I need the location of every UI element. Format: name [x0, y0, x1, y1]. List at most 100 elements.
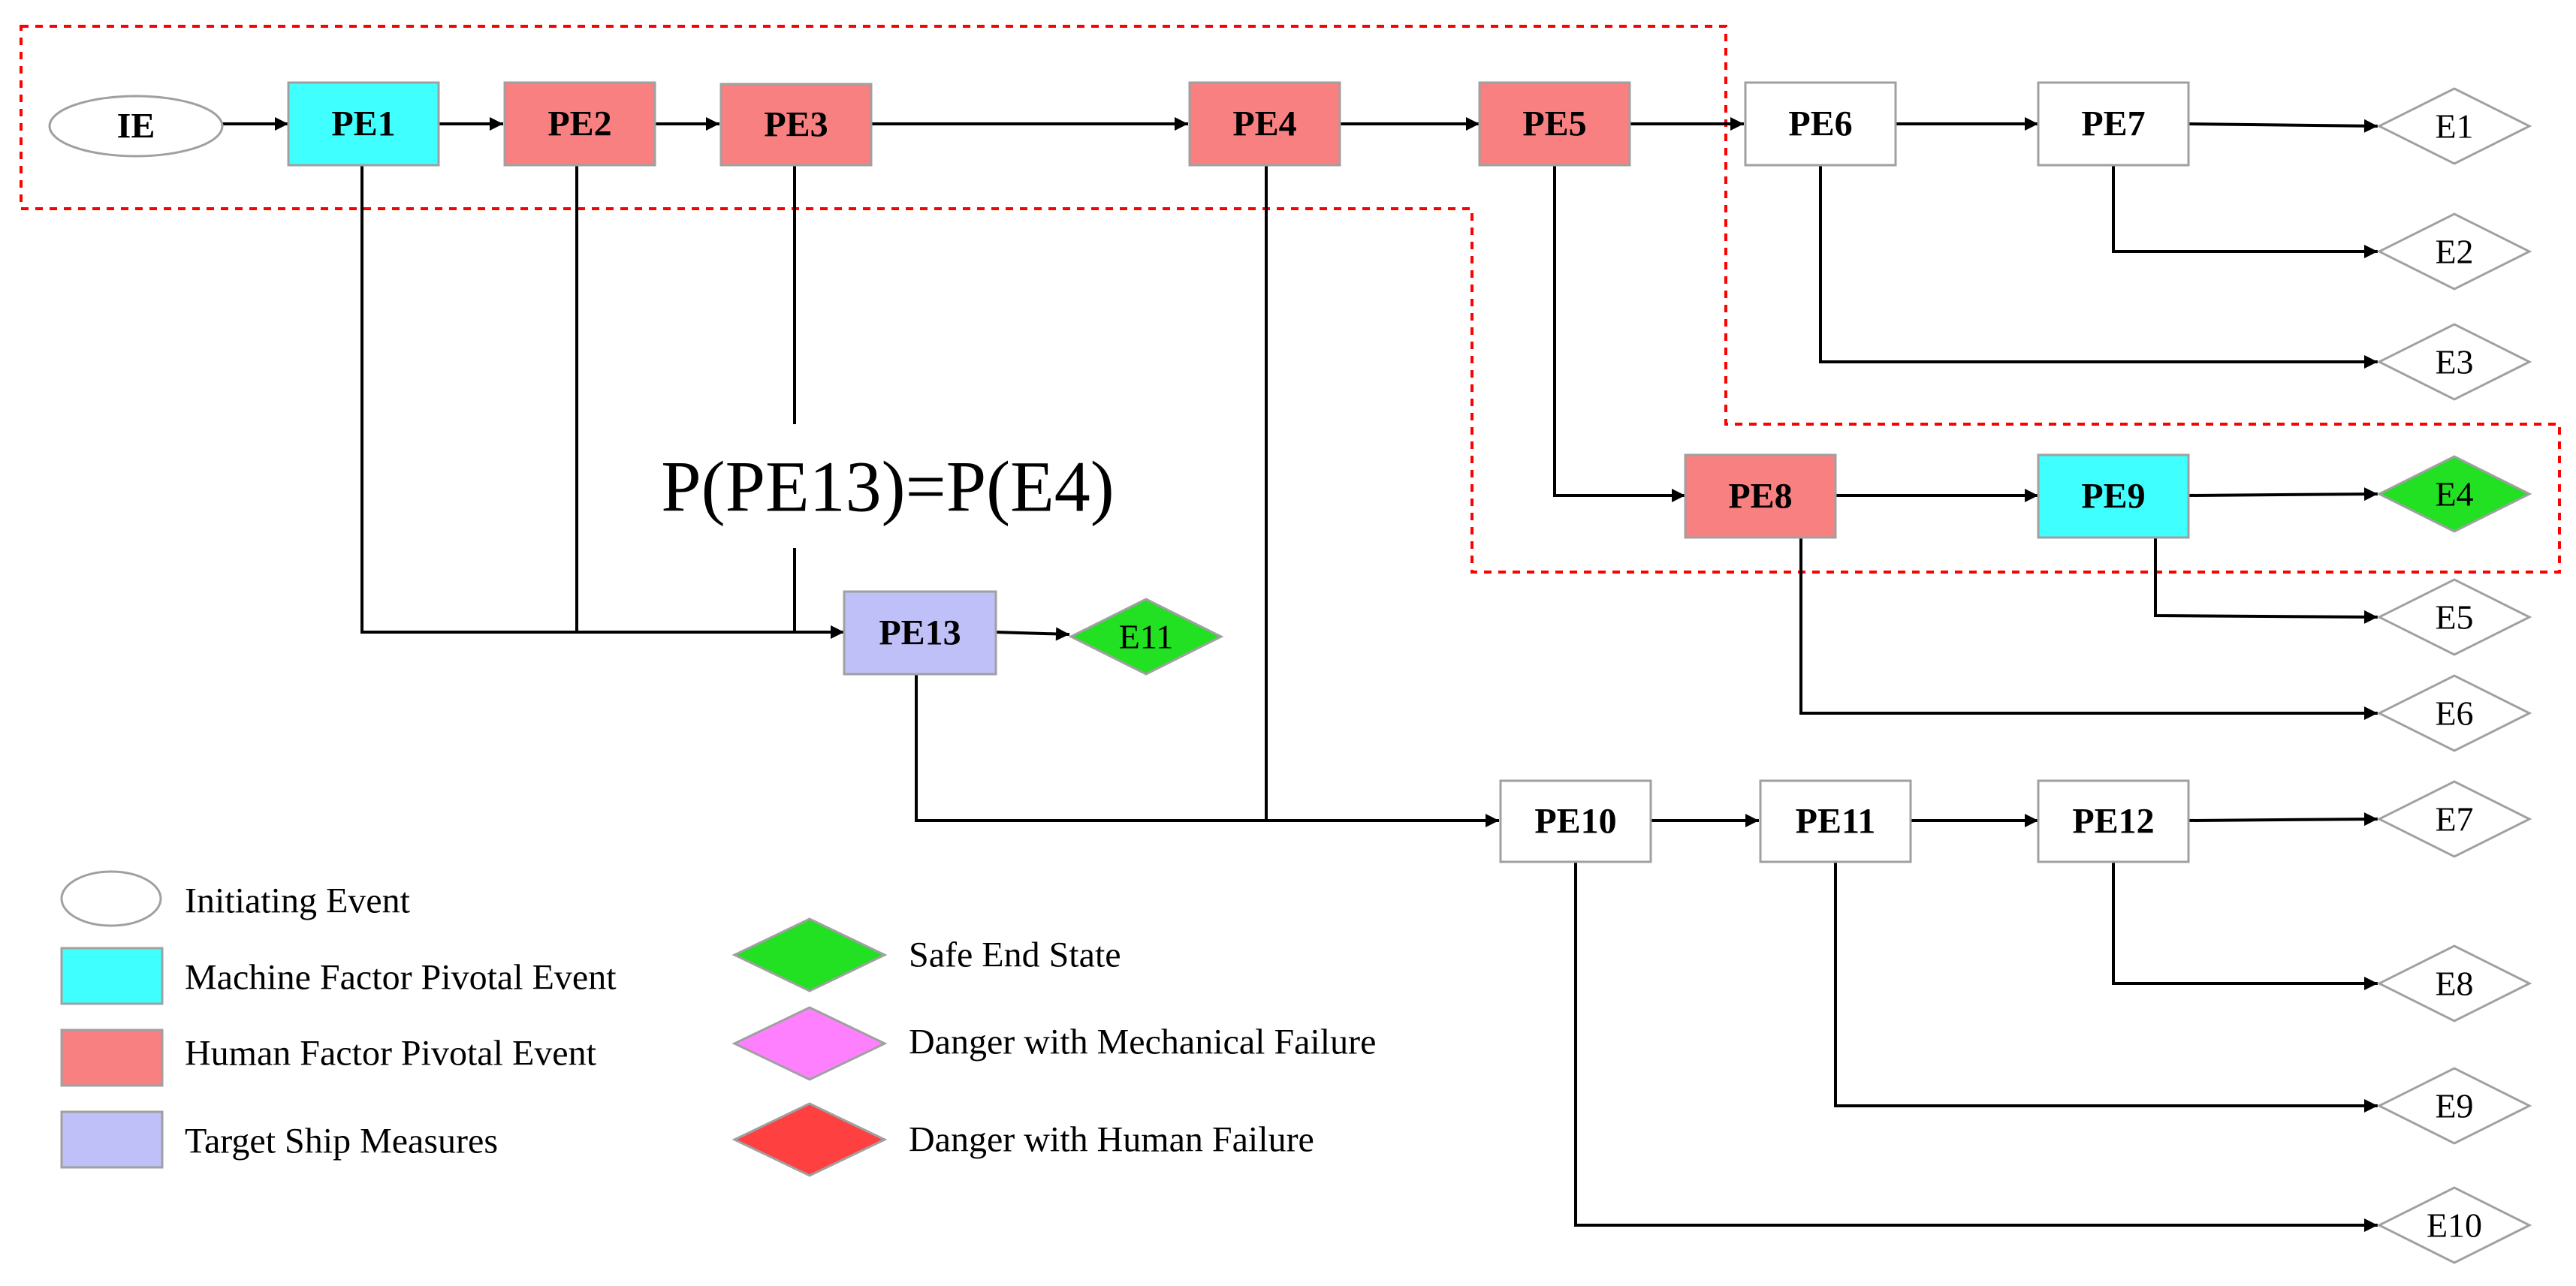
node-pe5-label: PE5	[1522, 104, 1586, 144]
end-state-e4-shape	[2376, 455, 2532, 533]
node-pe11-shape	[1759, 779, 1912, 863]
node-pe13: PE13	[843, 590, 997, 676]
node-pe3: PE3	[719, 83, 873, 167]
legend-label-target: Target Ship Measures	[185, 1122, 498, 1161]
node-pe8-label: PE8	[1728, 477, 1792, 517]
node-pe8: PE8	[1684, 453, 1837, 539]
end-state-e7: E7	[2376, 780, 2532, 858]
node-ie-shape	[48, 95, 224, 158]
end-state-e11: E11	[1068, 598, 1224, 676]
formula-annotation: P(PE13)=P(E4)	[661, 447, 1114, 527]
end-state-e11-label: E11	[1119, 618, 1173, 656]
end-state-e10-shape	[2376, 1186, 2532, 1264]
end-state-e7-shape	[2376, 780, 2532, 858]
node-pe1-shape	[287, 81, 440, 167]
node-pe3-label: PE3	[764, 105, 828, 145]
legend-label-human-failure: Danger with Human Failure	[909, 1120, 1314, 1160]
node-pe6: PE6	[1744, 81, 1897, 167]
end-state-e2-label: E2	[2435, 233, 2473, 271]
end-state-e5-shape	[2376, 578, 2532, 656]
end-state-e3-label: E3	[2435, 343, 2473, 381]
legend-item-machine: Machine Factor Pivotal Event	[60, 947, 617, 1005]
edges	[222, 117, 2378, 1232]
end-state-e8-shape	[2376, 944, 2532, 1022]
end-state-e6-label: E6	[2435, 694, 2473, 733]
legend-human-failure-diamond-icon	[731, 1102, 888, 1177]
end-state-e11-shape	[1068, 598, 1224, 676]
node-pe12-shape	[2037, 779, 2190, 863]
node-pe4-label: PE4	[1232, 104, 1296, 144]
node-pe1-label: PE1	[331, 104, 395, 144]
end-state-e2-shape	[2376, 212, 2532, 291]
legend-label-human: Human Factor Pivotal Event	[185, 1034, 597, 1074]
end-state-e9-shape	[2376, 1067, 2532, 1145]
node-pe2-label: PE2	[547, 104, 611, 144]
end-state-e10: E10	[2376, 1186, 2532, 1264]
formula-background	[676, 429, 1157, 542]
node-pe2-shape	[503, 81, 656, 167]
end-state-e5-label: E5	[2435, 598, 2473, 637]
node-pe9: PE9	[2037, 453, 2190, 539]
node-pe3-shape	[719, 83, 873, 167]
end-state-e1: E1	[2376, 87, 2532, 165]
node-ie: IE	[48, 95, 224, 158]
end-state-e8: E8	[2376, 944, 2532, 1022]
legend-item-safe: Safe End State	[731, 917, 1121, 992]
node-pe4: PE4	[1188, 81, 1341, 167]
node-pe11-label: PE11	[1796, 802, 1876, 842]
node-pe2: PE2	[503, 81, 656, 167]
legend-label-initiating: Initiating Event	[185, 881, 411, 921]
node-pe8-shape	[1684, 453, 1837, 539]
node-pe11: PE11	[1759, 779, 1912, 863]
legend-item-initiating: Initiating Event	[60, 870, 411, 927]
end-state-e6-shape	[2376, 674, 2532, 752]
end-state-e3-shape	[2376, 323, 2532, 401]
node-pe9-shape	[2037, 453, 2190, 539]
legend-label-safe: Safe End State	[909, 935, 1121, 975]
node-pe12-label: PE12	[2072, 802, 2154, 842]
highlight-region-border	[20, 25, 2561, 574]
legend-label-mechanical: Danger with Mechanical Failure	[909, 1022, 1376, 1062]
end-state-e9: E9	[2376, 1067, 2532, 1145]
end-state-e7-label: E7	[2435, 800, 2473, 839]
legend-machine-swatch	[60, 947, 164, 1005]
node-pe5: PE5	[1478, 81, 1631, 167]
node-pe13-label: PE13	[879, 613, 961, 653]
legend-ellipse-icon	[60, 870, 162, 927]
node-pe4-shape	[1188, 81, 1341, 167]
legend: Initiating Event Machine Factor Pivotal …	[60, 870, 1376, 1177]
end-state-e6: E6	[2376, 674, 2532, 752]
legend-mechanical-diamond-icon	[731, 1006, 888, 1081]
node-pe6-label: PE6	[1788, 104, 1852, 144]
node-pe7-label: PE7	[2081, 104, 2145, 144]
end-state-e3: E3	[2376, 323, 2532, 401]
node-pe5-shape	[1478, 81, 1631, 167]
node-pe7: PE7	[2037, 81, 2190, 167]
node-pe12: PE12	[2037, 779, 2190, 863]
legend-item-mechanical: Danger with Mechanical Failure	[731, 1006, 1376, 1081]
legend-item-human: Human Factor Pivotal Event	[60, 1028, 597, 1087]
node-pe1: PE1	[287, 81, 440, 167]
end-state-e4-label: E4	[2435, 475, 2473, 513]
node-ie-label: IE	[117, 107, 155, 146]
node-pe10-shape	[1499, 779, 1652, 863]
legend-safe-diamond-icon	[731, 917, 888, 992]
end-state-e5: E5	[2376, 578, 2532, 656]
legend-item-human-failure: Danger with Human Failure	[731, 1102, 1314, 1177]
legend-target-swatch	[60, 1110, 164, 1169]
end-state-e4: E4	[2376, 455, 2532, 533]
end-state-e1-label: E1	[2435, 107, 2473, 146]
end-state-e10-label: E10	[2427, 1206, 2482, 1245]
node-pe7-shape	[2037, 81, 2190, 167]
legend-label-machine: Machine Factor Pivotal Event	[185, 958, 617, 998]
legend-human-swatch	[60, 1028, 164, 1087]
legend-item-target: Target Ship Measures	[60, 1110, 498, 1169]
node-pe13-shape	[843, 590, 997, 676]
end-state-e1-shape	[2376, 87, 2532, 165]
end-state-e2: E2	[2376, 212, 2532, 291]
node-pe10-label: PE10	[1534, 802, 1616, 842]
node-pe9-label: PE9	[2081, 477, 2145, 517]
end-state-e8-label: E8	[2435, 965, 2473, 1003]
node-pe6-shape	[1744, 81, 1897, 167]
